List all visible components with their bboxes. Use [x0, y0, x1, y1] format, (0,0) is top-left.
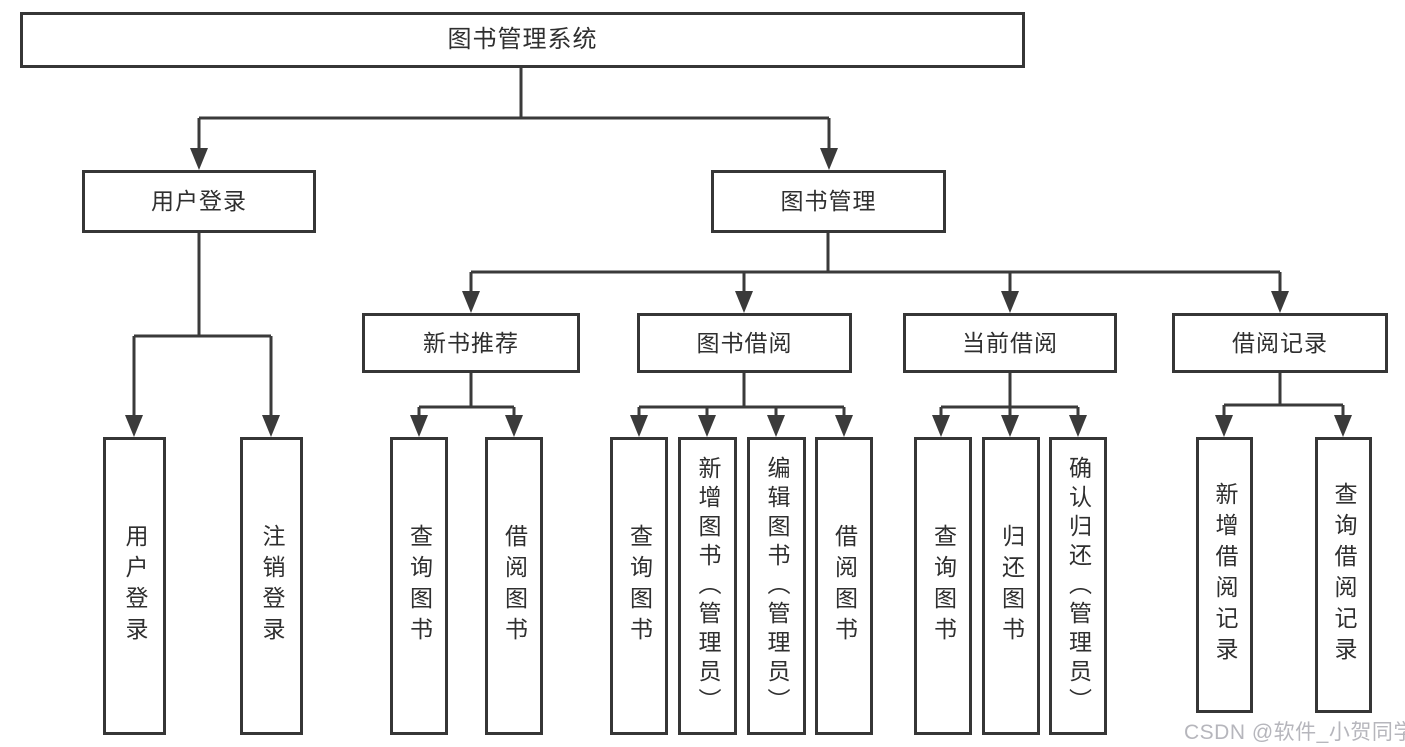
node-user-login: 用户登录 [82, 170, 316, 233]
leaf-add-book-admin: 新增图书（管理员） [678, 437, 737, 735]
node-book-borrowing: 图书借阅 [637, 313, 852, 373]
leaf-borrow-books: 借阅图书 [815, 437, 873, 735]
node-book-management: 图书管理 [711, 170, 946, 233]
leaf-query-borrow-record: 查询借阅记录 [1315, 437, 1372, 713]
csdn-watermark: CSDN @软件_小贺同学 [1184, 721, 1405, 744]
node-library-management-system: 图书管理系统 [20, 12, 1025, 68]
leaf-edit-book-admin: 编辑图书（管理员） [747, 437, 806, 735]
leaf-query-books-borrow: 查询图书 [610, 437, 668, 735]
leaf-logout: 注销登录 [240, 437, 303, 735]
node-current-borrowing: 当前借阅 [903, 313, 1117, 373]
leaf-add-borrow-record: 新增借阅记录 [1196, 437, 1253, 713]
leaf-confirm-return-admin: 确认归还（管理员） [1049, 437, 1107, 735]
node-new-book-recommendation: 新书推荐 [362, 313, 580, 373]
leaf-return-books: 归还图书 [982, 437, 1040, 735]
node-borrowing-records: 借阅记录 [1172, 313, 1388, 373]
leaf-user-login: 用户登录 [103, 437, 166, 735]
leaf-query-books-recommend: 查询图书 [390, 437, 448, 735]
leaf-borrow-books-recommend: 借阅图书 [485, 437, 543, 735]
leaf-query-books-current: 查询图书 [914, 437, 972, 735]
